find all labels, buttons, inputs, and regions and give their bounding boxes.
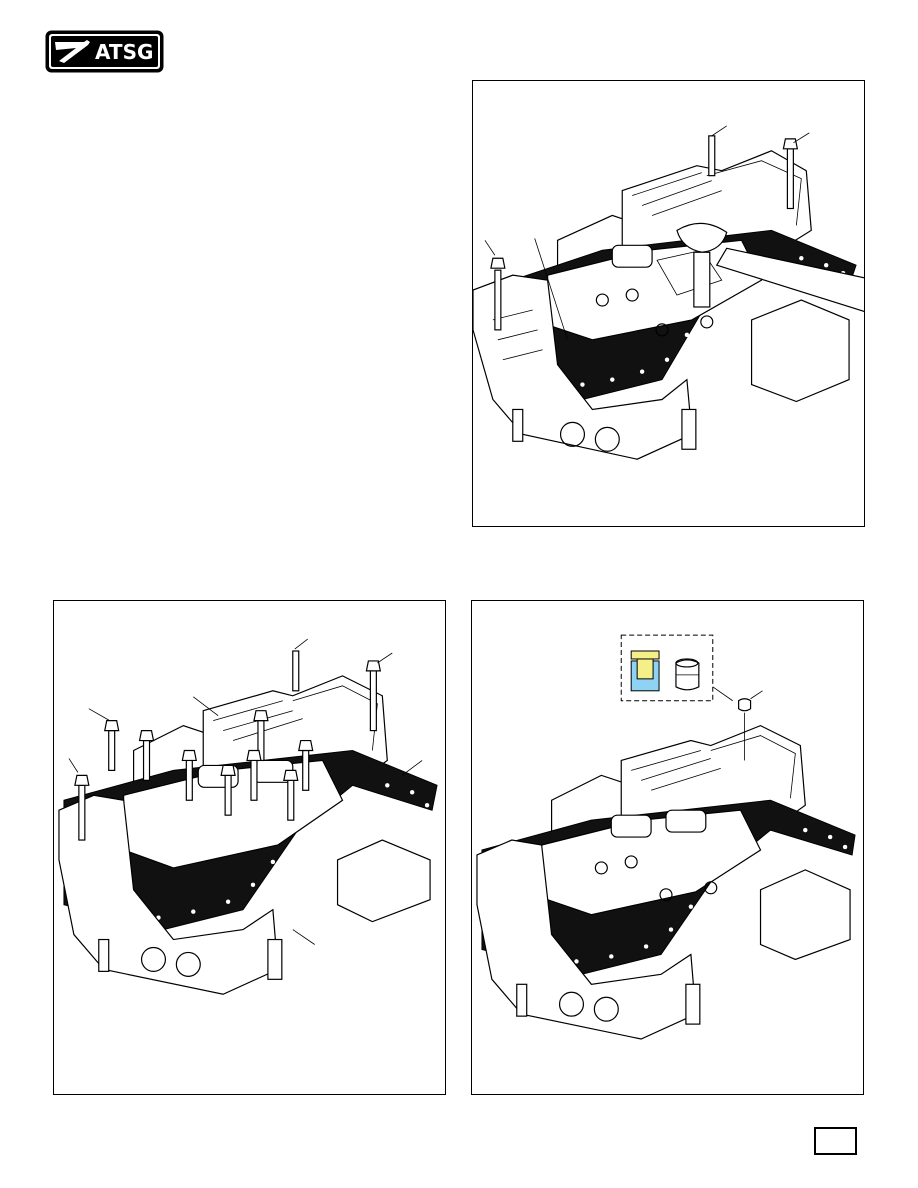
valve-body-torque-wrench-illustration bbox=[473, 125, 864, 460]
valve-body-check-valve-illustration bbox=[476, 634, 856, 1040]
figure-top-right bbox=[472, 80, 865, 527]
figure-bottom-right bbox=[471, 600, 864, 1095]
page-number-box bbox=[814, 1127, 857, 1155]
atsg-logo: ATSG bbox=[45, 30, 164, 73]
atsg-swoosh-icon bbox=[55, 40, 90, 63]
figure-bottom-left bbox=[53, 600, 446, 1095]
check-valve-cutaway-icon bbox=[630, 650, 660, 692]
check-valve-icon bbox=[675, 658, 700, 691]
logo-text: ATSG bbox=[95, 40, 153, 64]
valve-body-bolt-installation-illustration bbox=[58, 638, 438, 995]
